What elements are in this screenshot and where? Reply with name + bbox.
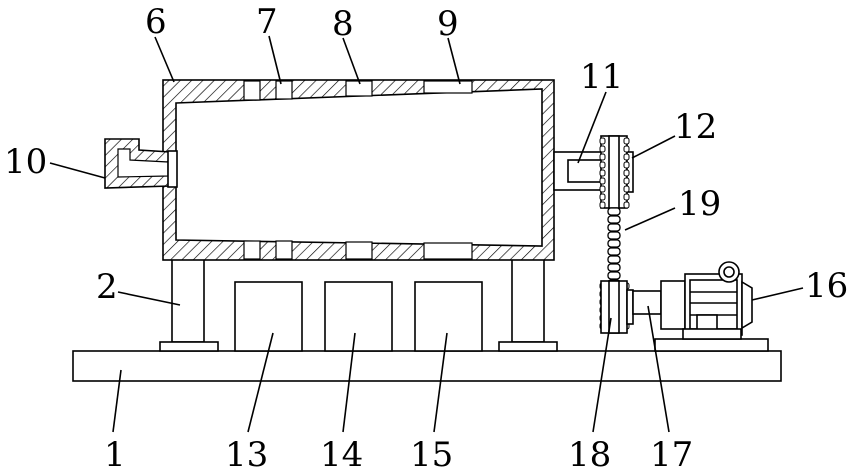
sprocket-tooth [624, 146, 629, 152]
chain-link [608, 272, 620, 279]
chain-link [608, 256, 620, 263]
label-9: 9 [437, 4, 459, 44]
label-19: 19 [678, 184, 721, 224]
chain-link [608, 240, 620, 247]
box-13 [235, 282, 302, 351]
chain-link [608, 208, 620, 215]
label-16: 16 [805, 266, 848, 306]
motor-shaft [633, 291, 661, 314]
motor [655, 262, 768, 351]
sprocket-tooth [624, 178, 629, 184]
sprocket-tooth [600, 178, 605, 184]
sprocket-tooth [624, 138, 629, 144]
chain-link [608, 248, 620, 255]
sprocket-tooth [600, 162, 605, 168]
sprocket-tooth [624, 186, 629, 192]
sprocket-tooth [600, 146, 605, 152]
label-17: 17 [650, 435, 693, 473]
sprocket-tooth [600, 138, 605, 144]
label-18: 18 [568, 435, 611, 473]
label-1: 1 [104, 435, 126, 473]
label-7: 7 [256, 2, 278, 42]
sprocket-tooth [624, 170, 629, 176]
chain-link [608, 264, 620, 271]
drum-housing [163, 80, 554, 260]
sprocket-tooth [624, 154, 629, 160]
chain-link [608, 216, 620, 223]
sprocket-tooth [600, 186, 605, 192]
sprocket-tooth [600, 154, 605, 160]
label-12: 12 [674, 107, 717, 147]
base-plate [73, 351, 781, 381]
label-15: 15 [410, 435, 453, 473]
label-8: 8 [332, 4, 354, 44]
sprocket-tooth [600, 170, 605, 176]
chain-link [608, 224, 620, 231]
label-14: 14 [320, 435, 363, 473]
sprocket-tooth [624, 194, 629, 200]
label-11: 11 [580, 57, 623, 97]
label-13: 13 [225, 435, 268, 473]
label-10: 10 [4, 142, 47, 182]
sprocket-tooth [624, 202, 629, 208]
chain-link [608, 232, 620, 239]
label-2: 2 [96, 267, 118, 307]
label-6: 6 [145, 2, 167, 42]
box-15 [415, 282, 482, 351]
sprocket-tooth [600, 194, 605, 200]
sprocket-tooth [624, 162, 629, 168]
box-14 [325, 282, 392, 351]
sprocket-tooth [600, 202, 605, 208]
